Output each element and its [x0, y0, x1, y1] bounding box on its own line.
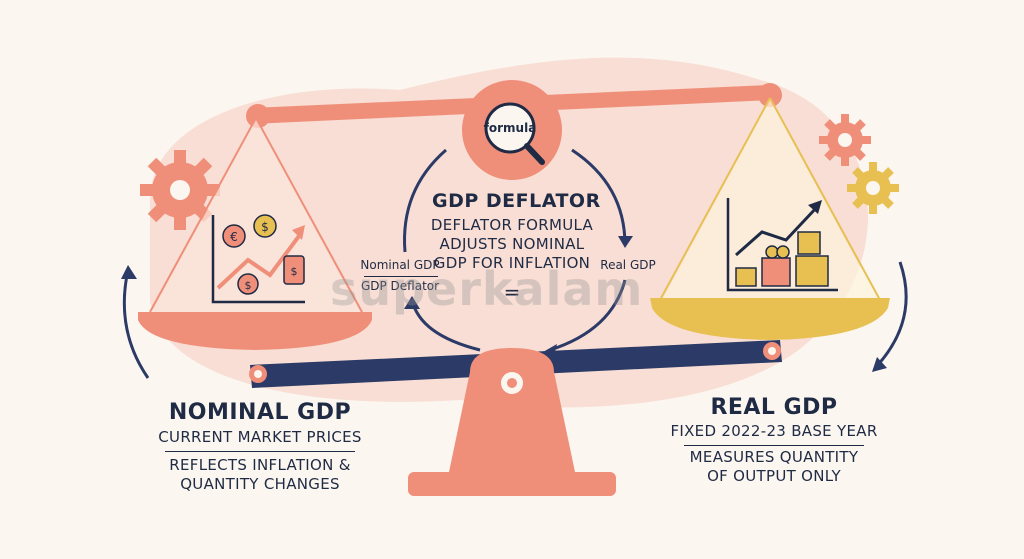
fraction-numerator: Nominal GDP [360, 258, 440, 272]
boxes-icon [735, 231, 829, 287]
gear-icon [819, 114, 871, 166]
gear-icon [847, 162, 899, 214]
svg-text:$: $ [291, 265, 298, 278]
real-gdp-title: REAL GDP [710, 395, 838, 420]
dollar-coin-icon [253, 214, 277, 238]
equals-sign: = [503, 280, 521, 304]
euro-coin-icon [222, 224, 246, 248]
nominal-gdp-title: NOMINAL GDP [168, 400, 352, 425]
deflator-desc-line-1: DEFLATOR FORMULA [430, 216, 594, 234]
right-pan-triangle [662, 100, 878, 300]
scale-fulcrum [449, 348, 575, 472]
price-tag-icon [283, 255, 305, 285]
fraction-bar [364, 276, 438, 277]
gear-icon [140, 150, 220, 230]
nominal-chart-icon [211, 215, 305, 304]
nominal-gdp-line-3: QUANTITY CHANGES [180, 475, 340, 493]
svg-text:€: € [230, 230, 238, 244]
real-divider [684, 445, 864, 446]
watermark: superkalam [330, 262, 644, 316]
scale-base [408, 472, 616, 496]
formula-badge-label: formula [483, 121, 537, 135]
nominal-gdp-line-1: CURRENT MARKET PRICES [158, 428, 362, 446]
real-gdp-line-2: MEASURES QUANTITY [689, 448, 859, 466]
left-pan [138, 312, 372, 350]
deflator-desc-line-2: ADJUSTS NOMINAL [439, 235, 585, 253]
right-pan [650, 298, 890, 340]
real-gdp-line-1: FIXED 2022-23 BASE YEAR [670, 422, 878, 440]
nominal-gdp-line-2: REFLECTS INFLATION & [169, 456, 351, 474]
nominal-divider [165, 451, 355, 452]
beam-end-left [246, 104, 270, 128]
left-pan-triangle [152, 120, 360, 312]
result-label: Real GDP [600, 258, 656, 272]
svg-text:$: $ [261, 220, 269, 234]
real-gdp-line-3: OF OUTPUT ONLY [707, 467, 841, 485]
deflator-title: GDP DEFLATOR [432, 190, 601, 212]
svg-text:$: $ [245, 279, 252, 292]
deflator-desc-line-3: GDP FOR INFLATION [433, 254, 591, 272]
dollar-coin-icon [237, 273, 259, 295]
cycle-arrows [122, 148, 908, 379]
real-chart-icon [726, 198, 838, 292]
fraction-denominator: GDP Deflator [360, 279, 440, 293]
beam-end-right [758, 83, 782, 107]
